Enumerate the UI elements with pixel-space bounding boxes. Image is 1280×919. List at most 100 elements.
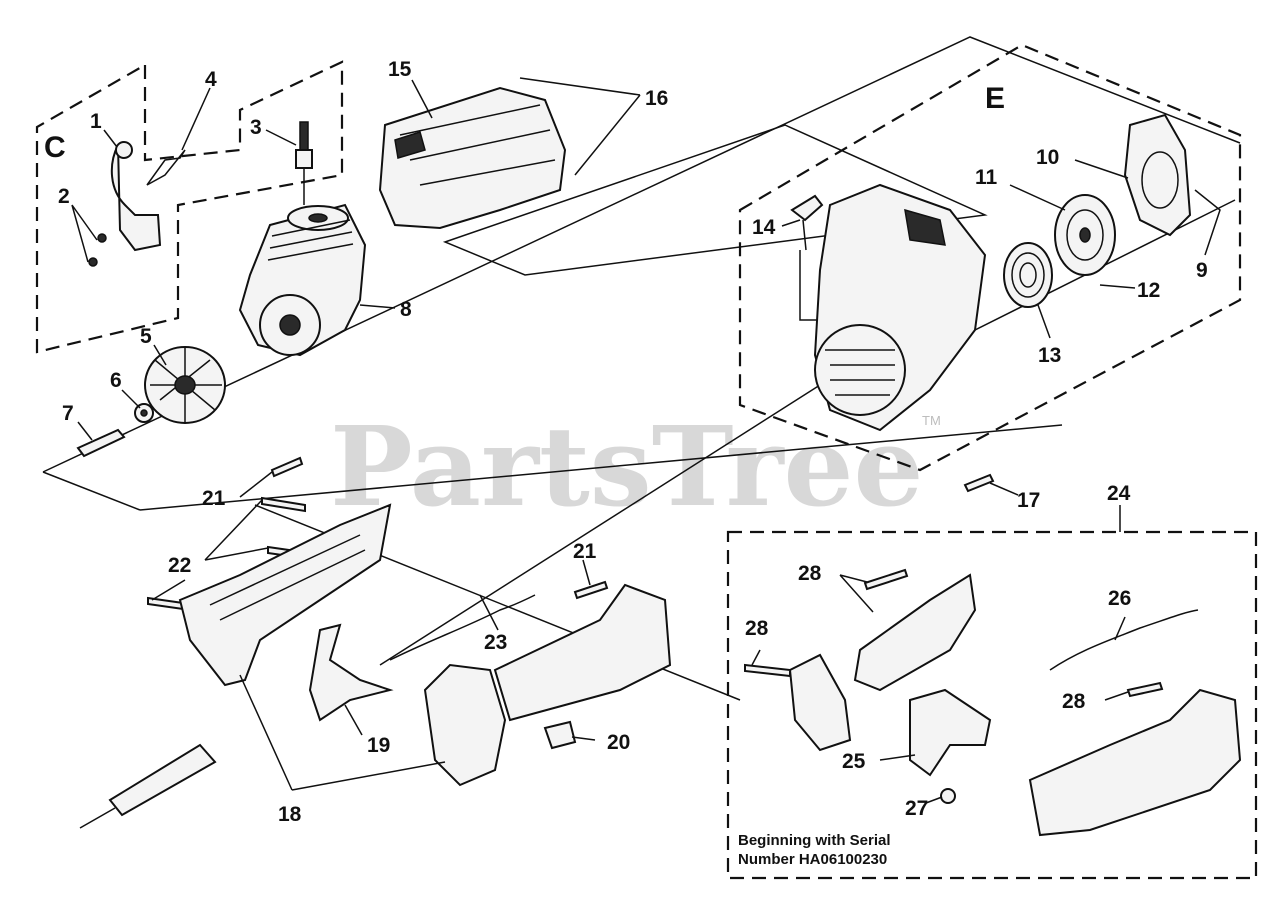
engine-shroud <box>378 86 567 230</box>
callout-14: 14 <box>752 216 776 239</box>
callout-13: 13 <box>1038 344 1061 367</box>
leader-line <box>1074 159 1129 179</box>
housing-left-half <box>178 503 392 687</box>
callout-24: 24 <box>1107 482 1131 505</box>
leader-line <box>103 129 118 148</box>
screw <box>963 473 995 493</box>
callout-26: 26 <box>1108 587 1131 610</box>
leader-line <box>582 559 591 586</box>
group-e-box <box>738 43 1242 472</box>
leader-line <box>781 219 801 227</box>
screw <box>744 663 791 678</box>
leader-line <box>411 79 433 119</box>
callout-4: 4 <box>205 68 217 91</box>
leader-line <box>1099 284 1136 289</box>
leader-line <box>879 754 916 761</box>
leader-line <box>519 77 641 176</box>
leader-line <box>181 87 211 151</box>
screw <box>1126 681 1164 698</box>
screw <box>863 568 909 591</box>
throttle-trigger <box>308 623 394 722</box>
group-c-box <box>35 60 344 354</box>
leader-line <box>751 649 761 666</box>
watermark: PartsTree <box>330 402 924 531</box>
callout-19: 19 <box>367 734 390 757</box>
callout-27: 27 <box>905 797 928 820</box>
alignment-line <box>379 384 821 666</box>
kit-throttle-trigger <box>909 688 992 777</box>
callout-18: 18 <box>278 803 302 826</box>
leader-line <box>344 704 363 736</box>
leader-line <box>925 796 943 804</box>
kit-washer <box>940 788 956 804</box>
leader-line <box>151 499 269 601</box>
callout-10: 10 <box>1036 146 1059 169</box>
kit-note-line-1: Beginning with Serial <box>738 832 891 849</box>
kit-drive-shaft-tube <box>1028 688 1242 837</box>
housing-right-half <box>423 663 507 787</box>
kit-24-box <box>726 530 1258 880</box>
callout-17: 17 <box>1017 489 1040 512</box>
leader-line <box>239 471 273 498</box>
switch <box>543 720 577 750</box>
callout-21: 21 <box>573 540 597 563</box>
callout-9: 9 <box>1196 259 1208 282</box>
leader-line <box>239 674 446 791</box>
kit-housing-other-half <box>788 653 852 752</box>
leader-line <box>839 574 874 613</box>
trademark-mark: TM <box>922 413 941 428</box>
screw <box>573 580 609 600</box>
callout-21: 21 <box>202 487 226 510</box>
starter-pulley <box>1054 194 1116 276</box>
callout-2: 2 <box>58 185 70 208</box>
leader-line <box>1194 189 1221 256</box>
callout-1: 1 <box>90 110 102 133</box>
kit-note-line-2: Number HA06100230 <box>738 851 887 868</box>
flywheel-nut-shaft <box>76 428 126 458</box>
leader-line <box>1009 184 1066 211</box>
callout-28: 28 <box>745 617 769 640</box>
engine-block <box>238 203 367 357</box>
callout-8: 8 <box>400 298 412 321</box>
starter-lever <box>790 194 824 251</box>
callout-16: 16 <box>645 87 668 110</box>
spark-plug <box>295 121 313 205</box>
callout-22: 22 <box>168 554 191 577</box>
leader-line <box>121 389 141 409</box>
leader-line <box>153 344 167 366</box>
alignment-line <box>139 424 1063 511</box>
starter-cover <box>1123 113 1192 237</box>
callout-28: 28 <box>798 562 822 585</box>
group-e-label: E <box>985 82 1005 115</box>
ignition-module <box>88 141 162 267</box>
drive-shaft-tube <box>79 583 672 829</box>
leader-line <box>479 594 499 631</box>
alignment-line <box>442 124 988 276</box>
group-c-label: C <box>44 131 66 164</box>
throttle-cable <box>1049 609 1199 671</box>
callout-11: 11 <box>975 166 998 189</box>
alignment-line <box>42 471 141 511</box>
leader-line <box>571 736 596 741</box>
leader-line <box>71 204 98 263</box>
callout-12: 12 <box>1137 279 1160 302</box>
alignment-line <box>42 36 1241 473</box>
callout-6: 6 <box>110 369 122 392</box>
callout-23: 23 <box>484 631 507 654</box>
callout-15: 15 <box>388 58 412 81</box>
screw <box>261 496 306 513</box>
leader-line <box>1104 691 1129 701</box>
rewind-spring <box>1003 242 1053 308</box>
leader-line <box>1114 616 1126 641</box>
leader-line <box>1037 304 1051 339</box>
screw <box>270 456 304 478</box>
leader-line <box>265 129 297 146</box>
leader-line <box>77 421 93 441</box>
callout-7: 7 <box>62 402 74 425</box>
callout-5: 5 <box>140 325 152 348</box>
leader-line <box>989 482 1019 496</box>
kit-housing-half <box>853 573 977 692</box>
callout-28: 28 <box>1062 690 1086 713</box>
